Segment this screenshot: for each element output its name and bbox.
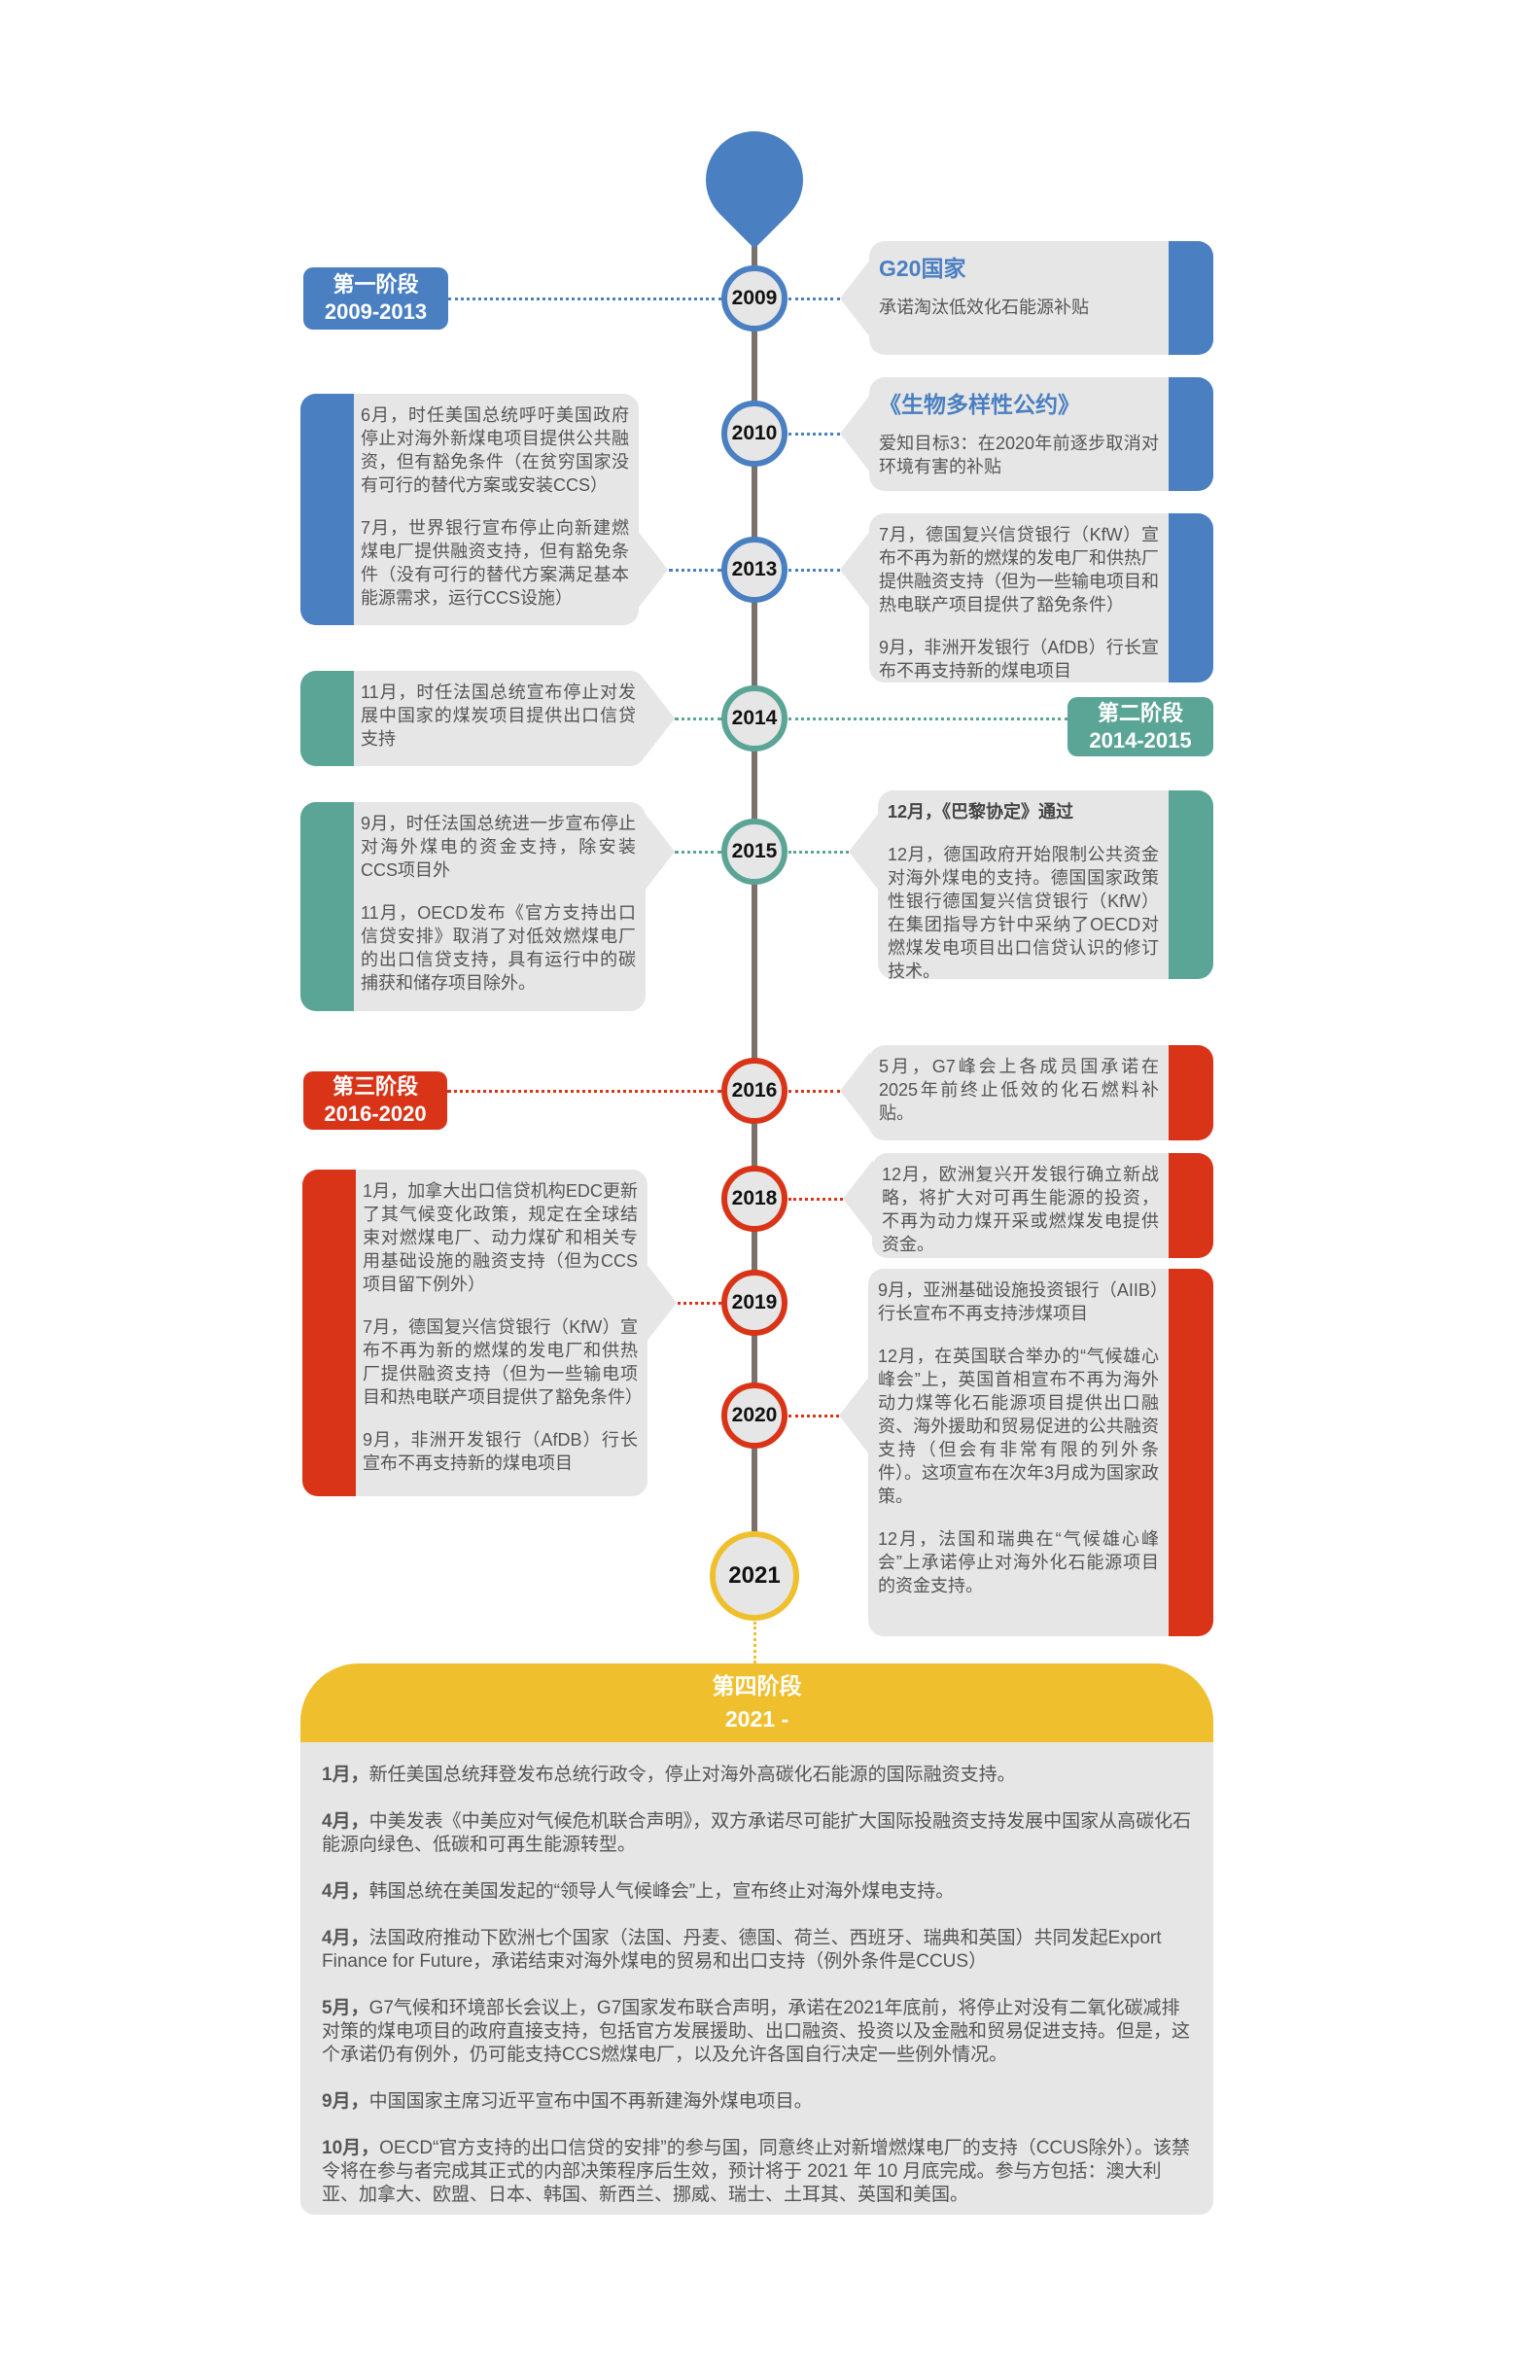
phase-4-panel: 第四阶段 2021 - 1月，新任美国总统拜登发布总统行政令，停止对海外高碳化石… (300, 1663, 1213, 2215)
connector (788, 1415, 839, 1418)
connector (675, 851, 721, 854)
event-text: 9月，非洲开发银行（AfDB）行长宣布不再支持新的煤电项目 (879, 638, 1159, 681)
event-text: 中美发表《中美应对气候危机联合声明》，双方承诺尽可能扩大国际投融资支持发展中国家… (322, 1811, 1192, 1855)
connector (788, 718, 1068, 720)
connector (788, 1198, 843, 1201)
year-node-2015: 2015 (721, 819, 788, 885)
phase-2-label: 第二阶段 2014-2015 (1068, 697, 1213, 756)
connector (448, 298, 721, 300)
event-ebrd-2018: 12月，欧洲复兴开发银行确立新战略，将扩大对可再生能源的投资，不再为动力煤开采或… (843, 1153, 1213, 1258)
phase-name: 第一阶段 (332, 272, 419, 297)
event-text: 6月，时任美国总统呼吁美国政府停止对海外新煤电项目提供公共融资，但有豁免条件（在… (361, 405, 629, 495)
phase-range: 2014-2015 (1089, 727, 1192, 752)
connector (788, 298, 840, 300)
event-text: 12月，德国政府开始限制公共资金对海外煤电的支持。德国国家政策性银行德国复兴信贷… (888, 845, 1159, 981)
year-node-2009: 2009 (721, 265, 788, 332)
event-text: 7月，德国复兴信贷银行（KfW）宣布不再为新的燃煤的发电厂和供热厂提供融资支持（… (879, 525, 1159, 614)
phase-4-event: 1月，新任美国总统拜登发布总统行政令，停止对海外高碳化石能源的国际融资支持。 (322, 1764, 1196, 1787)
phase-4-event: 4月，韩国总统在美国发起的“领导人气候峰会”上，宣布终止对海外煤电支持。 (322, 1880, 1196, 1904)
event-cbd-2010: 《生物多样性公约》 爱知目标3：在2020年前逐步取消对环境有害的补贴 (840, 377, 1213, 491)
phase-name: 第四阶段 (712, 1673, 802, 1698)
event-france-2014: 11月，时任法国总统宣布停止对发展中国家的煤炭项目提供出口信贷支持 (300, 671, 675, 766)
connector (788, 1090, 840, 1093)
event-paris-2015: 12月，《巴黎协定》通过 12月，德国政府开始限制公共资金对海外煤电的支持。德国… (849, 790, 1213, 981)
event-kfw-afdb-2013: 7月，德国复兴信贷银行（KfW）宣布不再为新的燃煤的发电厂和供热厂提供融资支持（… (840, 513, 1213, 682)
connector (788, 433, 840, 436)
event-text: 11月，OECD发布《官方支持出口信贷安排》取消了对低效燃煤电厂的出口信贷支持，… (361, 903, 636, 993)
event-text: 新任美国总统拜登发布总统行政令，停止对海外高碳化石能源的国际融资支持。 (368, 1765, 1016, 1785)
event-text: 12月，法国和瑞典在“气候雄心峰会”上承诺停止对海外化石能源项目的资金支持。 (878, 1529, 1159, 1595)
year-node-2018: 2018 (721, 1166, 788, 1232)
event-text: 12月，欧洲复兴开发银行确立新战略，将扩大对可再生能源的投资，不再为动力煤开采或… (882, 1165, 1159, 1254)
event-text: 12月，在英国联合举办的“气候雄心峰会”上，英国首相宣布不再为海外动力煤等化石能… (878, 1347, 1160, 1506)
connector (675, 718, 721, 720)
phase-4-header: 第四阶段 2021 - (300, 1663, 1213, 1742)
event-title: 12月，《巴黎协定》通过 (888, 802, 1074, 822)
connector (788, 851, 849, 854)
map-pin-icon (685, 111, 823, 249)
phase-4-events: 1月，新任美国总统拜登发布总统行政令，停止对海外高碳化石能源的国际融资支持。 4月… (300, 1742, 1213, 2207)
event-month: 4月， (322, 1928, 369, 1948)
event-text: G7气候和环境部长会议上，G7国家发布联合声明，承诺在2021年底前，将停止对没… (322, 1998, 1191, 2065)
year-node-2010: 2010 (721, 401, 788, 467)
event-text: 承诺淘汰低效化石能源补贴 (879, 298, 1089, 317)
connector (669, 569, 721, 572)
phase-3-label: 第三阶段 2016-2020 (303, 1071, 447, 1130)
event-text: 中国国家主席习近平宣布中国不再新建海外煤电项目。 (368, 2091, 813, 2112)
phase-name: 第三阶段 (332, 1074, 418, 1099)
connector (753, 1622, 756, 1663)
event-text: 5月，G7峰会上各成员国承诺在2025年前终止低效的化石燃料补贴。 (879, 1057, 1159, 1123)
event-aiib-uk-2020: 9月，亚洲基础设施投资银行（AIIB）行长宣布不再支持涉煤项目 12月，在英国联… (839, 1269, 1213, 1636)
connector (788, 569, 840, 572)
event-edc-kfw-afdb-2019: 1月，加拿大出口信贷机构EDC更新了其气候变化政策，规定在全球结束对燃煤电厂、动… (302, 1170, 677, 1496)
connector (678, 1302, 721, 1305)
event-text: 9月，亚洲基础设施投资银行（AIIB）行长宣布不再支持涉煤项目 (878, 1280, 1159, 1323)
event-month: 10月， (322, 2138, 380, 2158)
phase-4-event: 4月，中美发表《中美应对气候危机联合声明》，双方承诺尽可能扩大国际投融资支持发展… (322, 1810, 1196, 1857)
phase-4-event: 5月，G7气候和环境部长会议上，G7国家发布联合声明，承诺在2021年底前，将停… (322, 1997, 1196, 2067)
year-node-2016: 2016 (721, 1058, 788, 1124)
event-title: 《生物多样性公约》 (879, 392, 1080, 417)
year-node-2013: 2013 (721, 537, 788, 603)
year-node-2019: 2019 (721, 1270, 788, 1336)
event-title: G20国家 (879, 256, 966, 281)
event-us-worldbank-2013: 6月，时任美国总统呼吁美国政府停止对海外新煤电项目提供公共融资，但有豁免条件（在… (300, 394, 668, 625)
phase-1-label: 第一阶段 2009-2013 (303, 267, 448, 330)
connector (447, 1090, 721, 1093)
event-text: 韩国总统在美国发起的“领导人气候峰会”上，宣布终止对海外煤电支持。 (368, 1881, 955, 1902)
event-france-oecd-2015: 9月，时任法国总统进一步宣布停止对海外煤电的资金支持，除安装CCS项目外 11月… (300, 802, 675, 1011)
event-month: 1月， (322, 1765, 369, 1785)
event-month: 9月， (322, 2091, 369, 2112)
event-text: 9月，非洲开发银行（AfDB）行长宣布不再支持新的煤电项目 (363, 1430, 638, 1473)
phase-name: 第二阶段 (1097, 700, 1183, 725)
timeline-axis (752, 243, 757, 1536)
year-node-2014: 2014 (721, 685, 788, 752)
event-text: 11月，时任法国总统宣布停止对发展中国家的煤炭项目提供出口信贷支持 (361, 682, 636, 749)
event-text: 1月，加拿大出口信贷机构EDC更新了其气候变化政策，规定在全球结束对燃煤电厂、动… (363, 1181, 638, 1294)
event-month: 4月， (322, 1811, 369, 1832)
event-month: 5月， (322, 1998, 369, 2018)
event-month: 4月， (322, 1881, 369, 1902)
phase-range: 2009-2013 (324, 299, 428, 324)
phase-4-event: 4月，法国政府推动下欧洲七个国家（法国、丹麦、德国、荷兰、西班牙、瑞典和英国）共… (322, 1927, 1196, 1974)
year-node-2020: 2020 (721, 1382, 788, 1449)
event-text: 7月，世界银行宣布停止向新建燃煤电厂提供融资支持，但有豁免条件（没有可行的替代方… (361, 518, 629, 608)
event-text: 7月，德国复兴信贷银行（KfW）宣布不再为新的燃煤的发电厂和供热厂提供融资支持（… (363, 1317, 643, 1407)
event-g20-2009: G20国家 承诺淘汰低效化石能源补贴 (840, 241, 1213, 355)
event-g7-2016: 5月，G7峰会上各成员国承诺在2025年前终止低效的化石燃料补贴。 (840, 1045, 1213, 1140)
event-text: 法国政府推动下欧洲七个国家（法国、丹麦、德国、荷兰、西班牙、瑞典和英国）共同发起… (322, 1928, 1162, 1972)
event-text: 9月，时任法国总统进一步宣布停止对海外煤电的资金支持，除安装CCS项目外 (361, 814, 636, 880)
phase-range: 2016-2020 (324, 1102, 427, 1126)
phase-4-event: 10月，OECD“官方支持的出口信贷的安排”的参与国，同意终止对新增燃煤电厂的支… (322, 2137, 1196, 2207)
event-text: OECD“官方支持的出口信贷的安排”的参与国，同意终止对新增燃煤电厂的支持（CC… (322, 2138, 1191, 2205)
phase-4-event: 9月，中国国家主席习近平宣布中国不再新建海外煤电项目。 (322, 2090, 1196, 2114)
year-node-2021: 2021 (710, 1531, 799, 1621)
event-text: 爱知目标3：在2020年前逐步取消对环境有害的补贴 (879, 434, 1159, 476)
phase-range: 2021 - (724, 1706, 789, 1732)
